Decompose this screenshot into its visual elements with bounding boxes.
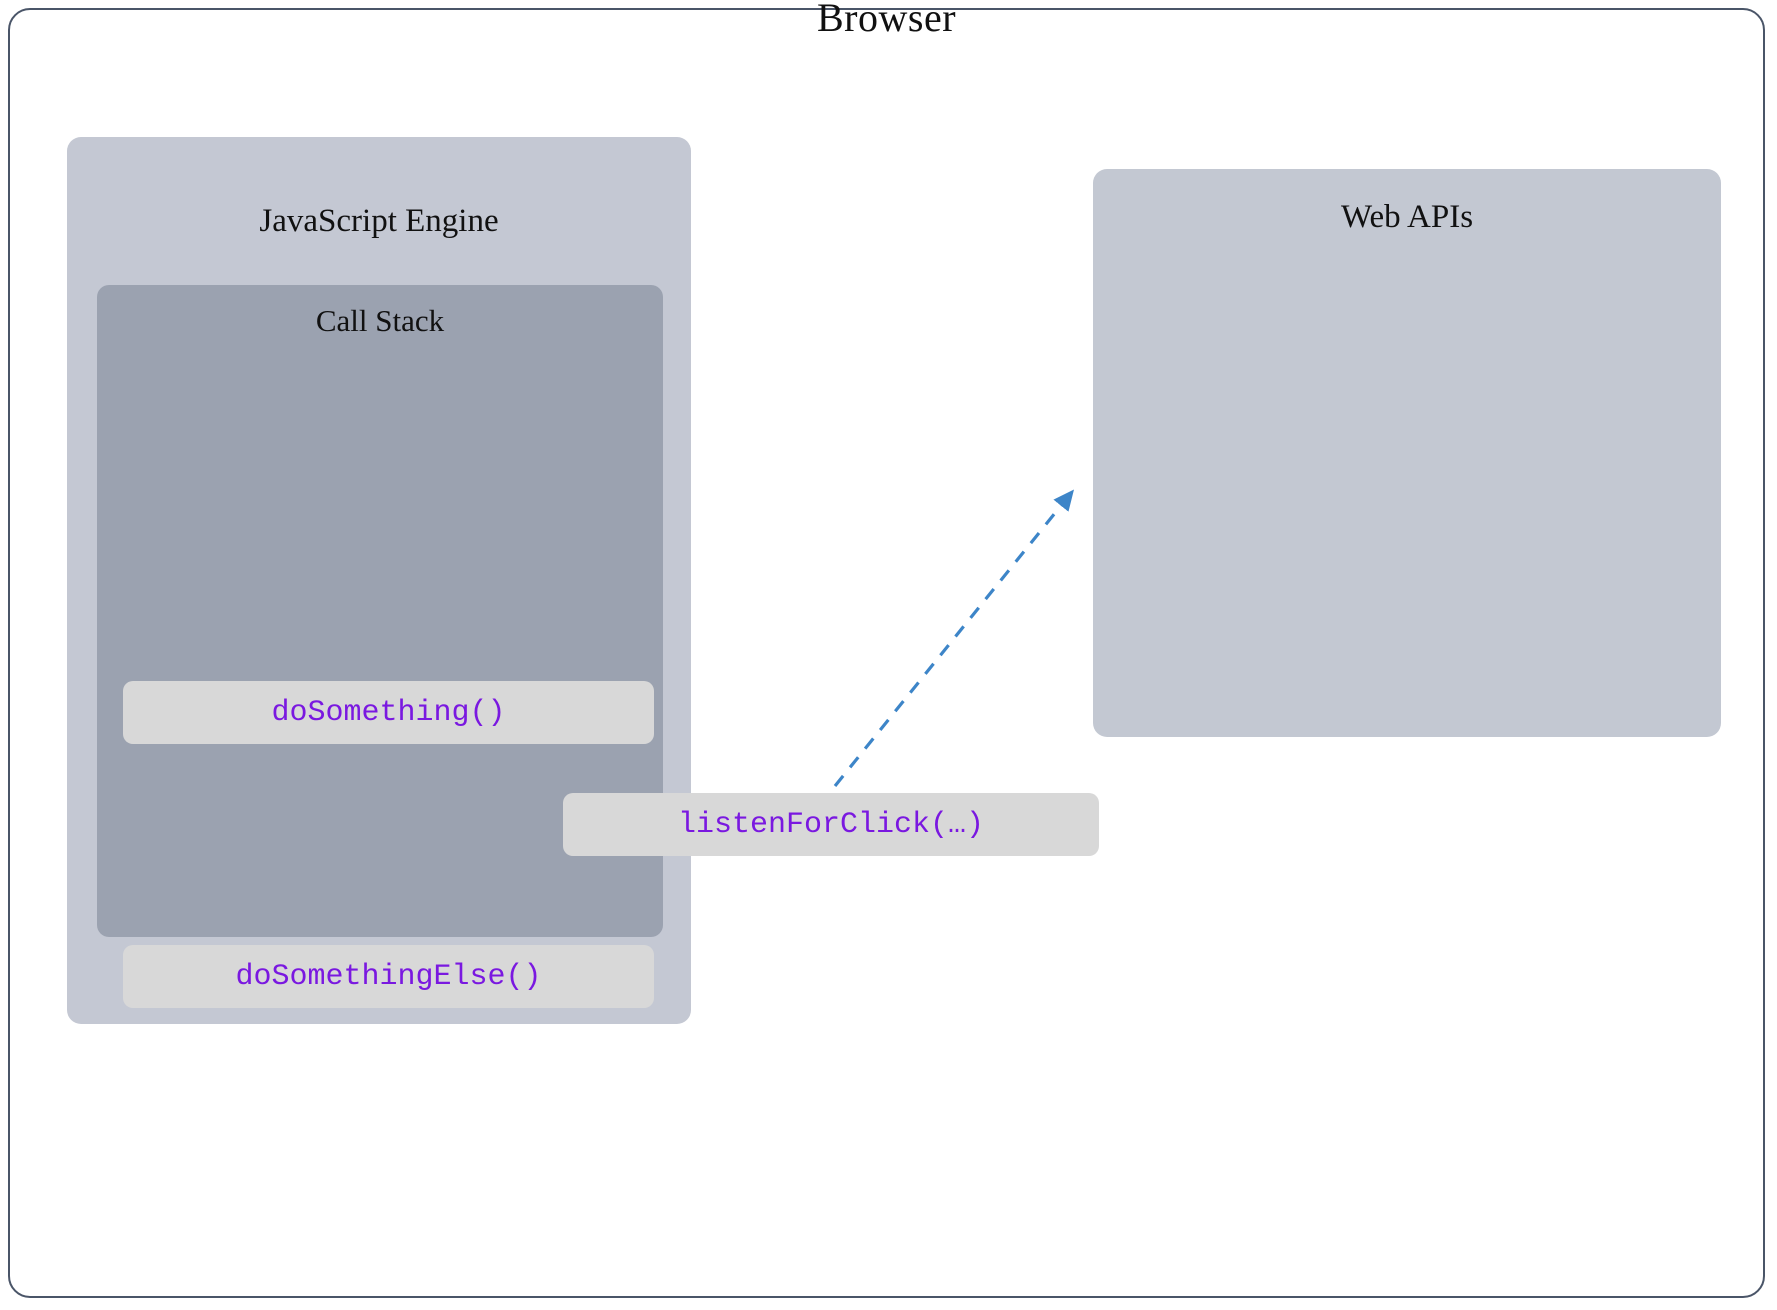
browser-title: Browser <box>816 0 957 40</box>
javascript-engine-panel: JavaScript Engine Call Stack <box>67 137 691 1024</box>
call-stack-panel: Call Stack <box>97 285 663 937</box>
call-stack-frame-do-something-else: doSomethingElse() <box>123 945 654 1008</box>
floating-frame-listen-for-click: listenForClick(…) <box>563 793 1099 856</box>
javascript-engine-title: JavaScript Engine <box>259 203 499 239</box>
call-stack-title: Call Stack <box>315 303 445 338</box>
call-stack-frame-do-something: doSomething() <box>123 681 654 744</box>
web-apis-panel: Web APIs <box>1093 169 1721 737</box>
browser-frame: Browser JavaScript Engine Call Stack Web… <box>8 0 1765 1298</box>
web-apis-title: Web APIs <box>1340 199 1474 235</box>
